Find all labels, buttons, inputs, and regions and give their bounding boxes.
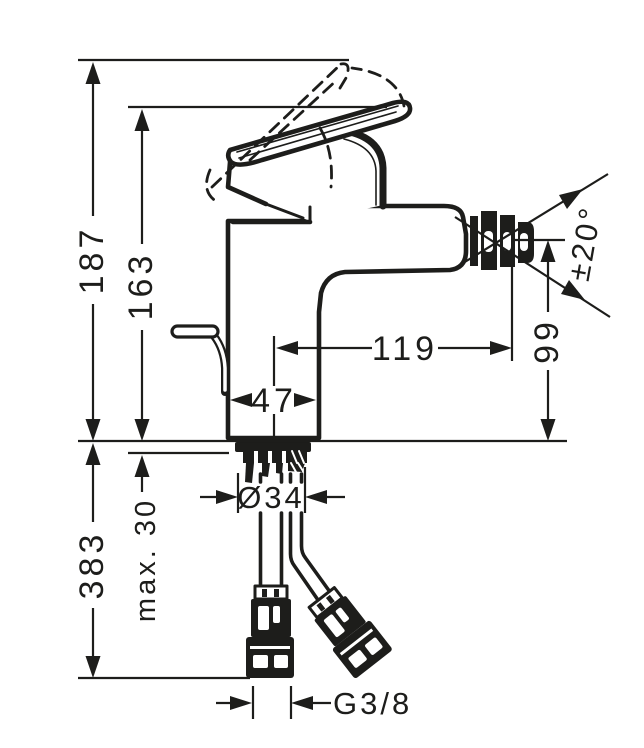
arrow-187-top bbox=[85, 62, 101, 84]
label-total-height: 187 bbox=[73, 226, 111, 295]
dimension-lines bbox=[78, 58, 611, 719]
hose-connector-straight bbox=[246, 584, 294, 678]
swivel-leg-lower bbox=[454, 216, 611, 318]
mounting-hardware bbox=[235, 442, 311, 483]
handle-lever-hairline-1 bbox=[236, 105, 399, 153]
arrow-g38-right bbox=[291, 696, 313, 710]
handle-neck-hairline bbox=[343, 138, 377, 206]
dimension-labels: 187 163 383 max. 30 99 119 47 Ø34 G3/8 ±… bbox=[73, 203, 608, 721]
ticks-g38 bbox=[251, 686, 293, 719]
arrow-187-bottom bbox=[85, 419, 101, 441]
pop-up-rod bbox=[170, 324, 229, 396]
arrow-47-left bbox=[230, 393, 252, 407]
arrow-d34-right bbox=[305, 490, 327, 504]
ext-lines-d34 bbox=[236, 467, 307, 513]
arrow-d34-left bbox=[216, 490, 238, 504]
dimension-arrowheads bbox=[85, 62, 585, 710]
arrow-99-top bbox=[540, 240, 556, 262]
handle-lever-hairline-2 bbox=[238, 111, 397, 159]
arrow-99-bottom bbox=[540, 419, 556, 441]
label-reach-119: 119 bbox=[372, 330, 438, 368]
arrow-g38-left bbox=[230, 696, 252, 710]
label-max-thickness: max. 30 bbox=[130, 498, 162, 622]
arrow-383-top bbox=[85, 443, 101, 465]
arrow-383-bottom bbox=[85, 656, 101, 678]
arrow-swivel-lower bbox=[561, 280, 585, 300]
arrow-119-left bbox=[276, 341, 298, 355]
arrow-swivel-upper bbox=[559, 189, 583, 209]
arrow-163-top bbox=[134, 109, 150, 131]
label-swivel-angle: ±20° bbox=[561, 203, 609, 284]
label-height-163: 163 bbox=[122, 252, 160, 321]
label-outlet-height-99: 99 bbox=[528, 318, 566, 364]
handle-raised-dashed bbox=[205, 62, 406, 205]
label-base-width-47: 47 bbox=[251, 382, 297, 420]
handle-lever bbox=[225, 99, 413, 167]
faucet-fixture bbox=[170, 62, 534, 679]
swivel-leg-upper bbox=[454, 173, 609, 269]
supply-hose-straight bbox=[258, 472, 284, 589]
supply-hose-angled bbox=[288, 472, 332, 602]
arrow-163-bottom bbox=[134, 419, 150, 441]
arrow-119-right bbox=[490, 341, 512, 355]
arrow-max30-up bbox=[134, 455, 150, 477]
label-thread-g38: G3/8 bbox=[333, 686, 412, 721]
label-below-deck-383: 383 bbox=[73, 531, 111, 600]
hose-connector-angled bbox=[307, 586, 392, 679]
arrow-47-right bbox=[294, 393, 316, 407]
label-hole-diameter: Ø34 bbox=[237, 480, 305, 515]
